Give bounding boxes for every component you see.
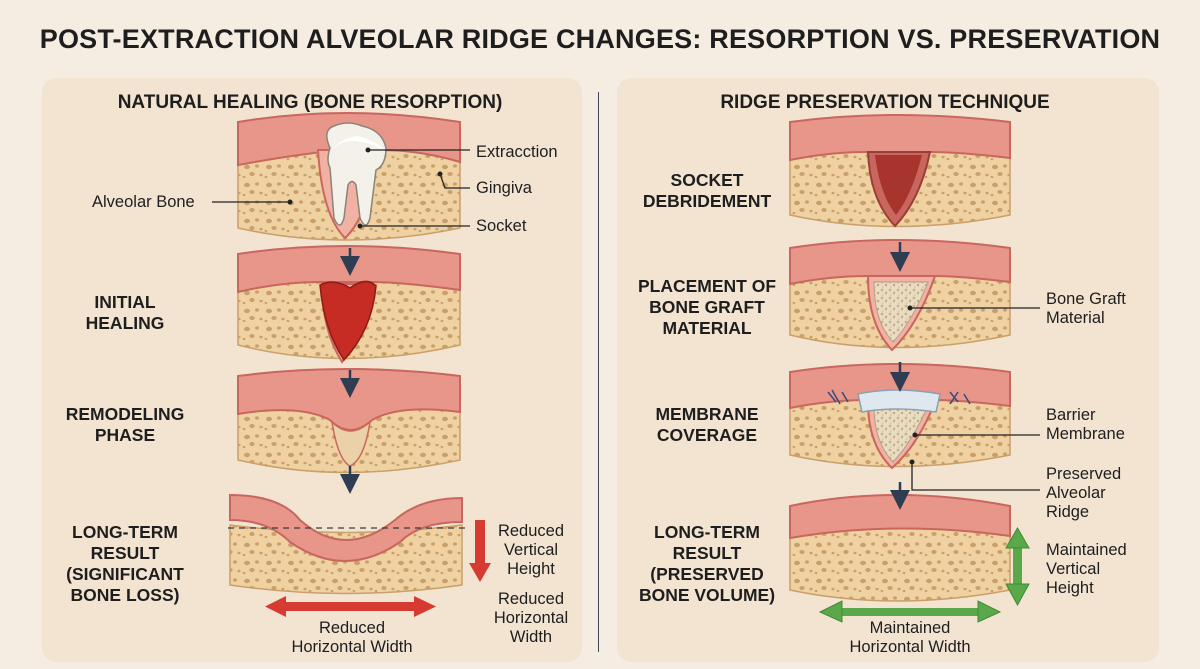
ridge-preservation-title: RIDGE PRESERVATION TECHNIQUE xyxy=(720,92,1050,113)
bone-section-extraction xyxy=(237,112,461,241)
stage-remodeling: REMODELING PHASE xyxy=(65,404,185,445)
reduced-horizontal-arrow-icon xyxy=(265,596,436,617)
label-maintained-horizontal-width: Maintained Horizontal Width xyxy=(849,619,971,656)
bone-section-socket-debridement xyxy=(789,114,1011,228)
bone-section-initial-healing xyxy=(237,245,461,364)
stage-initial-healing: INITIAL HEALING xyxy=(85,292,165,333)
label-bone-graft-material: Bone Graft Material xyxy=(1046,290,1126,327)
barrier-membrane-icon xyxy=(857,389,941,413)
label-socket: Socket xyxy=(476,217,527,235)
bone-section-remodeling xyxy=(237,368,461,474)
maintained-horizontal-arrow-icon xyxy=(818,600,1002,623)
tooth-icon xyxy=(326,122,387,226)
label-reduced-horizontal-width-side: Reduced Horizontal Width xyxy=(493,590,569,646)
panel-divider xyxy=(598,92,599,652)
page-title: POST-EXTRACTION ALVEOLAR RIDGE CHANGES: … xyxy=(39,24,1161,54)
bone-section-preserved xyxy=(789,494,1011,602)
bone-section-bone-graft xyxy=(789,239,1011,352)
graft-material-icon xyxy=(873,281,929,343)
natural-healing-title: NATURAL HEALING (BONE RESORPTION) xyxy=(117,92,503,113)
stage-long-term-bone-loss: LONG-TERM RESULT (SIGNIFICANT BONE LOSS) xyxy=(66,522,184,605)
blood-clot-icon xyxy=(319,280,377,362)
label-alveolar-bone: Alveolar Bone xyxy=(92,193,195,211)
label-maintained-vertical-height: Maintained Vertical Height xyxy=(1046,541,1127,597)
bone-section-long-term xyxy=(228,493,466,595)
suture-icon xyxy=(827,389,971,405)
stage-socket-debridement: SOCKET DEBRIDEMENT xyxy=(642,170,772,211)
label-extraction: Extracction xyxy=(476,143,558,161)
stage-membrane-coverage: MEMBRANE COVERAGE xyxy=(655,404,759,445)
stage-long-term-preserved: LONG-TERM RESULT (PRESERVED BONE VOLUME) xyxy=(638,522,776,605)
label-gingiva: Gingiva xyxy=(476,179,532,197)
stage-bone-graft-placement: PLACEMENT OF BONE GRAFT MATERIAL xyxy=(637,276,777,338)
label-preserved-alveolar-ridge: Preserved Alveolar Ridge xyxy=(1046,465,1122,521)
reduced-vertical-arrow-icon xyxy=(469,520,491,582)
label-reduced-vertical-height: Reduced Vertical Height xyxy=(497,522,565,578)
label-reduced-horizontal-width: Reduced Horizontal Width xyxy=(291,619,413,656)
maintained-vertical-arrow-icon xyxy=(1005,526,1030,607)
label-barrier-membrane: Barrier Membrane xyxy=(1046,406,1125,443)
